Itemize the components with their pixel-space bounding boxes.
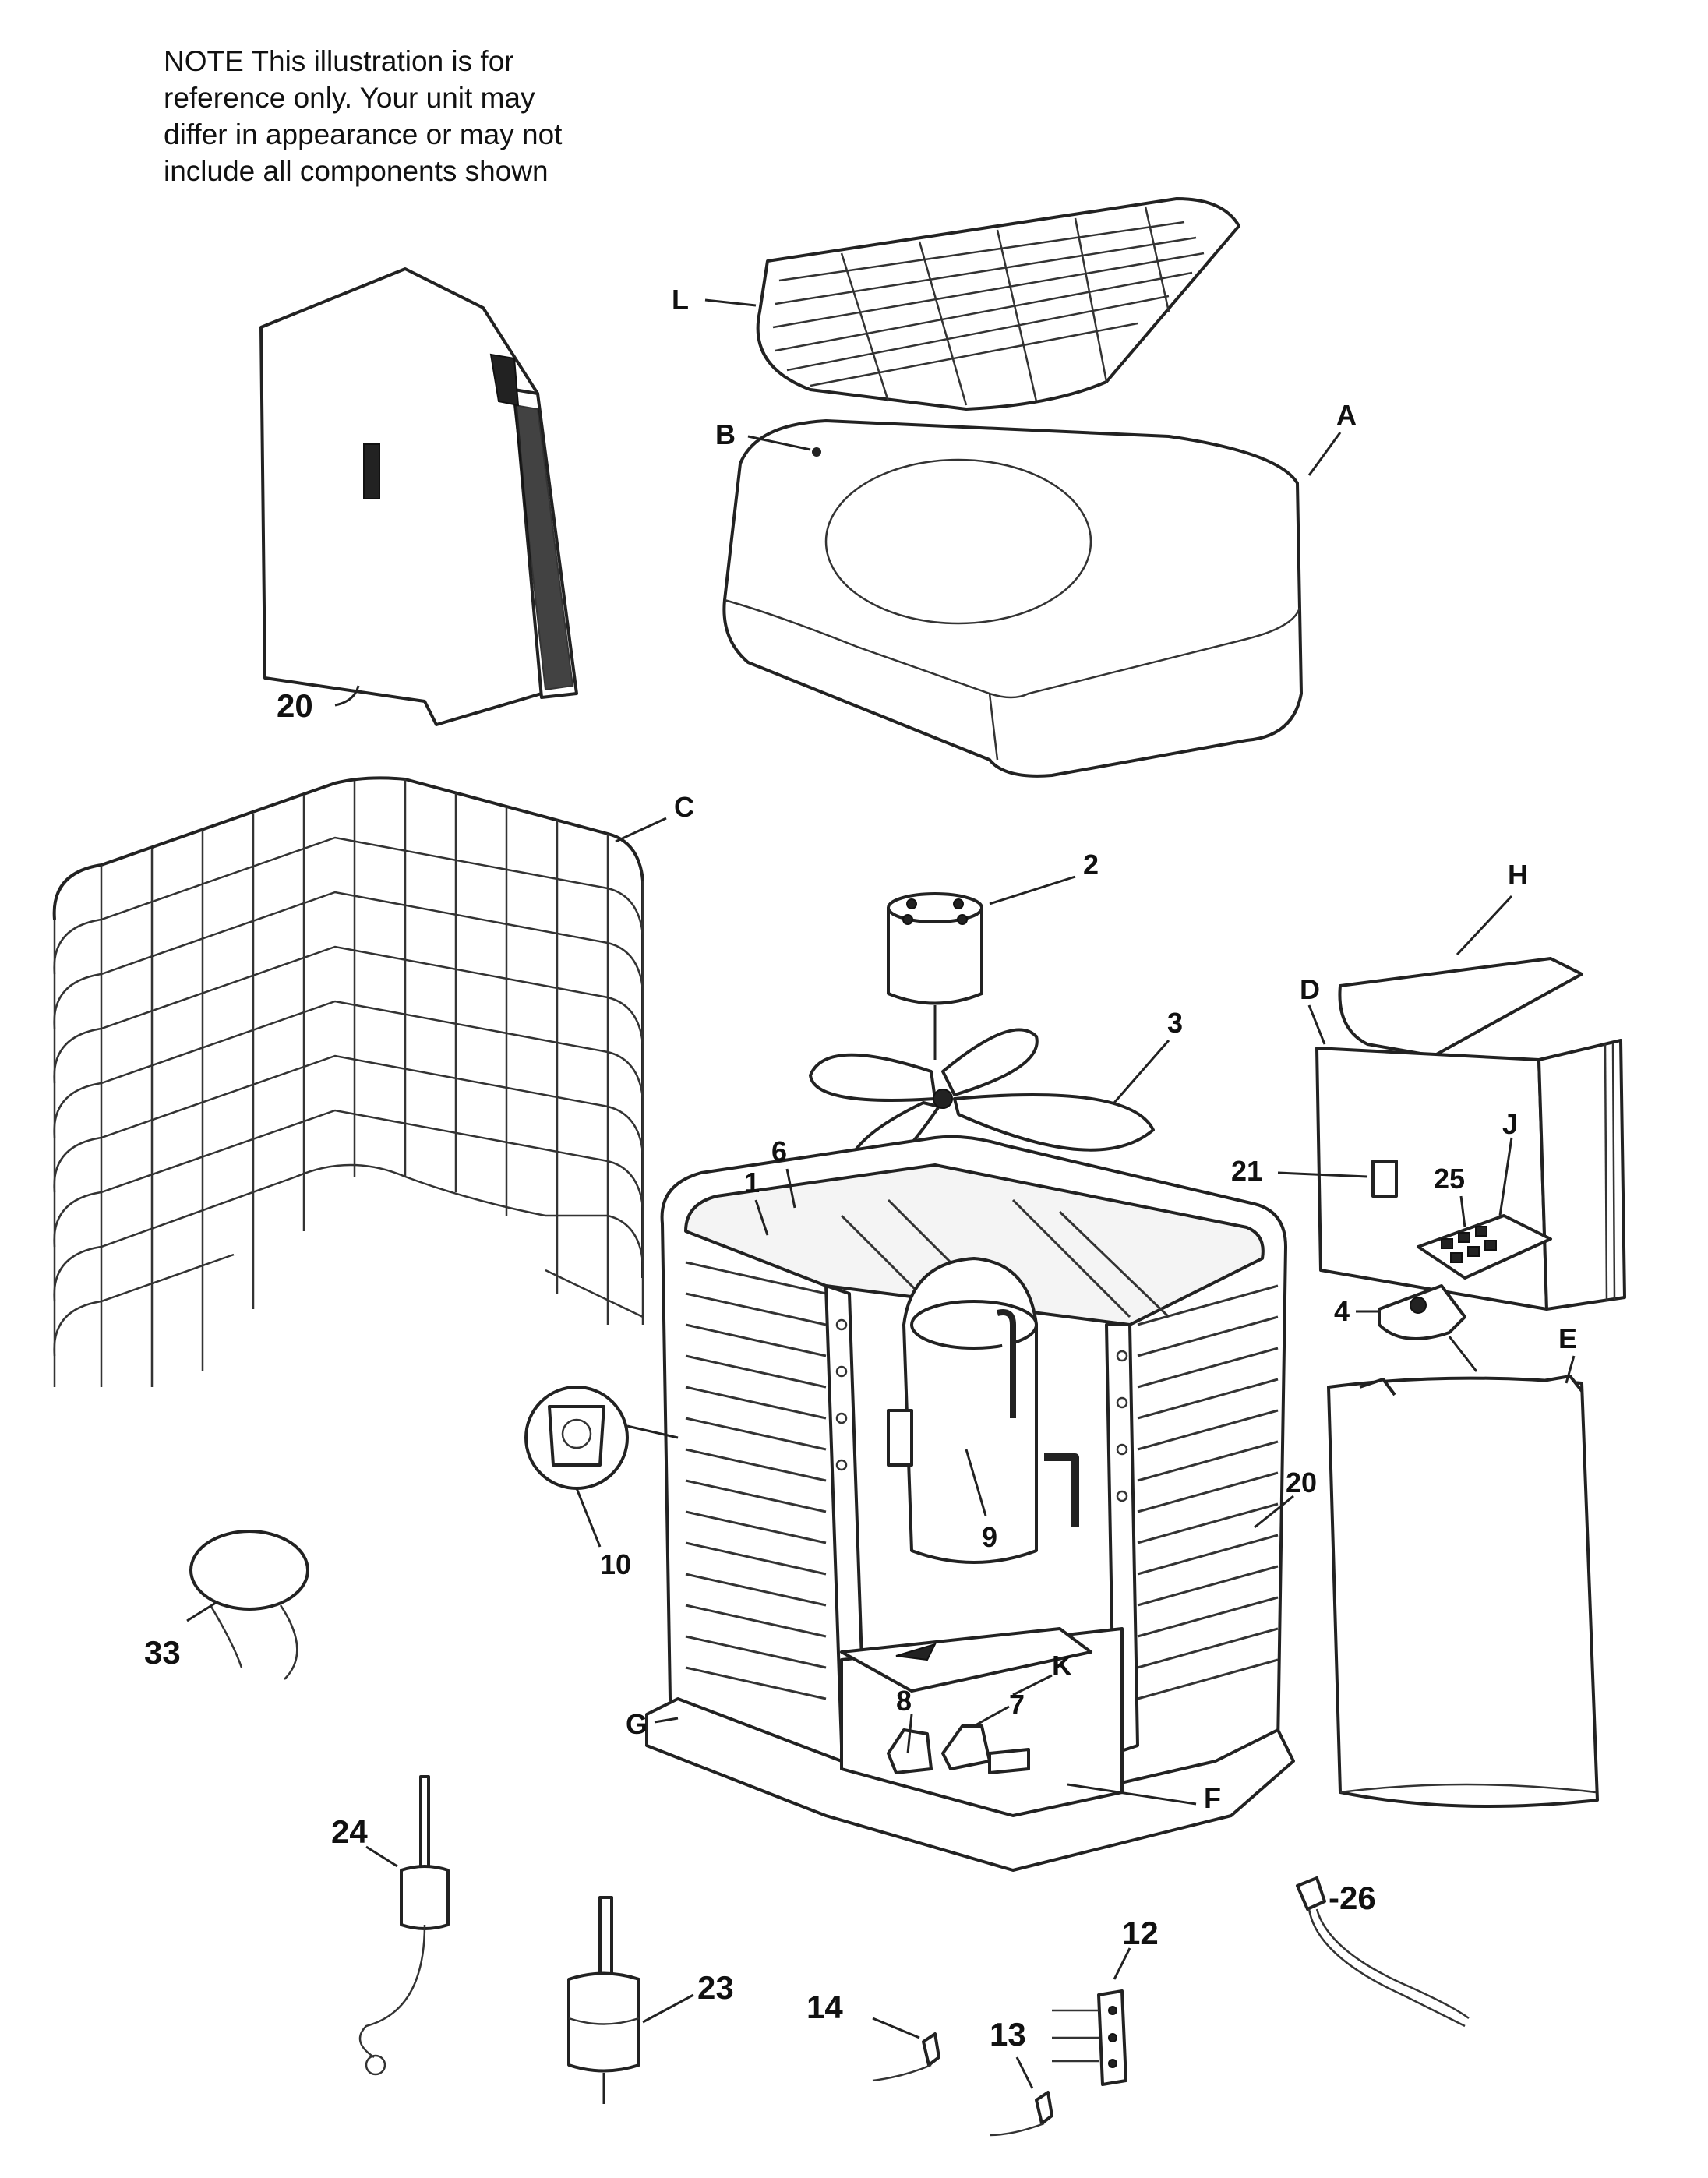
label-13: 13	[990, 2016, 1034, 2089]
note-line-1: NOTE This illustration is for	[164, 45, 514, 77]
top-grille	[756, 197, 1240, 411]
label-26-text: -26	[1329, 1880, 1376, 1916]
label-8-text: 8	[896, 1685, 912, 1717]
item-33-heater-band	[189, 1530, 309, 1680]
label-4-text: 4	[1334, 1295, 1350, 1327]
label-21: 21	[1231, 1155, 1368, 1187]
label-a-text: A	[1336, 399, 1357, 431]
label-4: 4	[1334, 1295, 1379, 1327]
note-line-4: include all components shown	[164, 155, 549, 187]
label-13-text: 13	[990, 2016, 1026, 2053]
label-33-text: 33	[144, 1634, 181, 1671]
label-3-text: 3	[1167, 1007, 1183, 1039]
wire-guard	[52, 776, 644, 1387]
item-23-accumulator	[567, 1896, 640, 2104]
control-box-lid	[1338, 957, 1583, 1057]
label-12-text: 12	[1122, 1915, 1159, 1951]
label-9: 9	[965, 1449, 997, 1553]
label-21-text: 21	[1231, 1155, 1262, 1187]
label-24: 24	[331, 1813, 398, 1868]
top-cover	[722, 419, 1303, 778]
label-g-text: G	[626, 1708, 648, 1740]
label-24-text: 24	[331, 1813, 368, 1850]
detail-10-component	[524, 1386, 679, 1490]
access-panel	[1327, 1375, 1599, 1808]
label-25-text: 25	[1434, 1163, 1465, 1195]
label-c: C	[615, 791, 694, 843]
label-3: 3	[1113, 1007, 1183, 1103]
label-f: F	[1067, 1782, 1221, 1814]
label-14-text: 14	[806, 1989, 843, 2025]
label-e: E	[1558, 1322, 1577, 1384]
condenser-coil	[645, 1135, 1295, 1872]
label-k-text: K	[1052, 1650, 1072, 1682]
label-l: L	[672, 284, 757, 316]
label-25: 25	[1434, 1163, 1466, 1228]
label-g: G	[626, 1708, 679, 1740]
label-20-right-text: 20	[1286, 1467, 1317, 1498]
label-j: J	[1498, 1108, 1518, 1216]
label-7-text: 7	[1009, 1689, 1025, 1721]
label-b-text: B	[715, 418, 736, 450]
label-23: 23	[642, 1969, 734, 2024]
label-6: 6	[771, 1135, 796, 1209]
label-12: 12	[1113, 1915, 1159, 1980]
label-1: 1	[744, 1167, 769, 1236]
label-d-text: D	[1300, 973, 1320, 1005]
item-13-part	[989, 2091, 1053, 2137]
label-8: 8	[896, 1685, 913, 1754]
label-6-text: 6	[771, 1135, 787, 1167]
label-1-text: 1	[744, 1167, 760, 1198]
label-h: H	[1456, 859, 1528, 956]
label-10: 10	[575, 1488, 631, 1580]
label-d: D	[1300, 973, 1326, 1045]
label-2: 2	[989, 849, 1099, 905]
label-20-panel: 20	[277, 685, 360, 724]
label-a: A	[1307, 399, 1357, 476]
label-j-text: J	[1502, 1108, 1518, 1140]
label-b: B	[715, 418, 821, 457]
label-33: 33	[144, 1600, 219, 1671]
note-line-3: differ in appearance or may not	[164, 118, 563, 150]
label-2-text: 2	[1083, 849, 1099, 881]
fan-motor	[887, 892, 983, 1060]
label-20-panel-text: 20	[277, 687, 313, 724]
note-line-2: reference only. Your unit may	[164, 82, 535, 114]
label-7: 7	[973, 1689, 1025, 1728]
label-h-text: H	[1508, 859, 1528, 891]
label-10-text: 10	[600, 1548, 631, 1580]
label-26: -26	[1329, 1880, 1376, 1916]
item-24-filter-drier	[358, 1775, 450, 2076]
control-box	[1315, 1039, 1626, 1340]
label-c-text: C	[674, 791, 694, 823]
label-20-right: 20	[1254, 1467, 1317, 1529]
label-l-text: L	[672, 284, 689, 316]
label-9-text: 9	[982, 1521, 997, 1553]
item-12-terminal-block	[1052, 1989, 1127, 2086]
item-14-part	[872, 2032, 940, 2082]
side-panel-20	[259, 267, 578, 726]
label-k: K	[1012, 1650, 1072, 1696]
item-26-sensor	[1296, 1876, 1470, 2028]
label-e-text: E	[1558, 1322, 1577, 1354]
label-23-text: 23	[697, 1969, 734, 2006]
label-14: 14	[806, 1989, 920, 2039]
label-f-text: F	[1204, 1782, 1221, 1814]
note-text: NOTE This illustration is for reference …	[164, 43, 631, 189]
